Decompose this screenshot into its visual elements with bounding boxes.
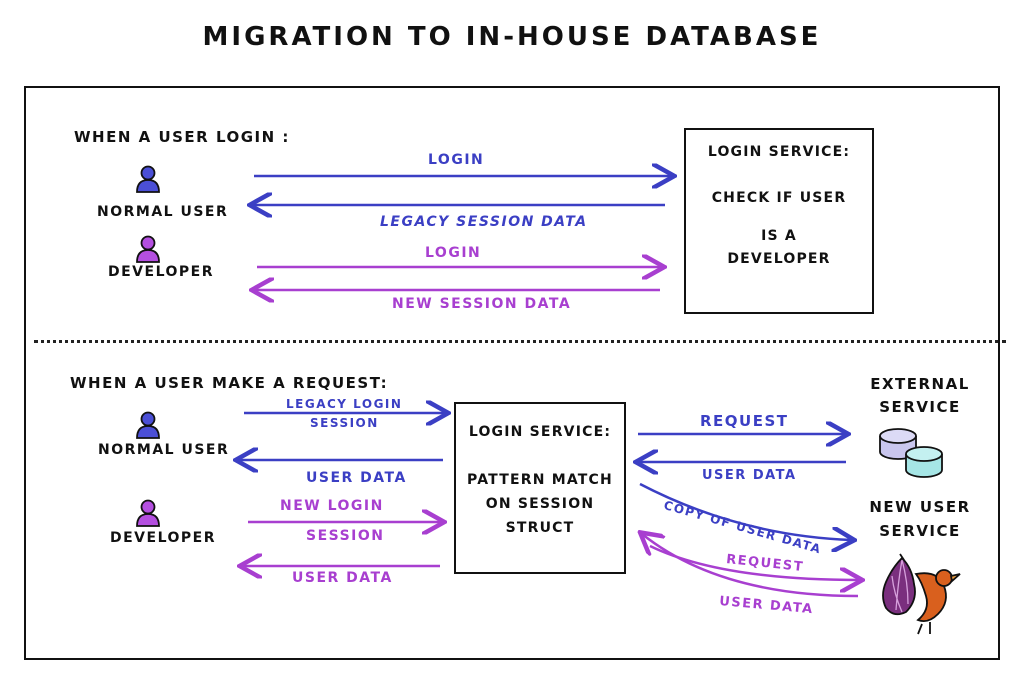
login-service-title: LOGIN SERVICE: — [468, 424, 612, 440]
login-service-box-1 — [684, 128, 874, 314]
login-service-line: CHECK IF USER — [711, 190, 847, 206]
arrow-user-data-new-service — [642, 534, 859, 598]
label-user-data-external: USER DATA — [702, 468, 797, 483]
label-new-login-session: SESSION — [306, 528, 385, 544]
section-divider — [34, 340, 1006, 343]
diagram-frame — [24, 86, 1000, 660]
label-login: LOGIN — [428, 152, 485, 168]
new-user-service-label: NEW USER — [869, 498, 971, 516]
label-request: REQUEST — [700, 412, 789, 430]
section1-normal-user: NORMAL USER — [97, 204, 229, 220]
label-new-session-data: NEW SESSION DATA — [392, 296, 572, 312]
login-service-box-2 — [454, 402, 626, 574]
section2-developer: DEVELOPER — [110, 530, 217, 546]
diagram-title: MIGRATION TO IN-HOUSE DATABASE — [202, 22, 822, 52]
arrow-copy-of-user-data — [639, 482, 852, 540]
label-user-data-developer: USER DATA — [292, 570, 393, 586]
arrow-request-new-service — [649, 544, 860, 580]
user-icon — [136, 165, 160, 193]
login-service-title: LOGIN SERVICE: — [707, 144, 851, 160]
external-service-label: SERVICE — [879, 398, 961, 416]
label-login-developer: LOGIN — [425, 245, 482, 261]
label-new-login: NEW LOGIN — [280, 498, 384, 514]
fig-bird-icon — [882, 553, 961, 635]
new-user-service-label: SERVICE — [879, 522, 961, 540]
section2-heading: WHEN A USER MAKE A REQUEST: — [70, 374, 389, 392]
user-icon — [136, 235, 160, 263]
label-legacy-session-data: LEGACY SESSION DATA — [380, 214, 588, 230]
database-icon — [879, 428, 943, 478]
user-icon — [136, 411, 160, 439]
login-service-line: ON SESSION — [485, 496, 595, 512]
section2-normal-user: NORMAL USER — [98, 442, 230, 458]
label-user-data: USER DATA — [306, 470, 407, 486]
login-service-line: IS A — [761, 228, 797, 244]
login-service-line: DEVELOPER — [727, 251, 831, 267]
login-service-line: STRUCT — [505, 520, 575, 536]
label-legacy-login-session: SESSION — [310, 416, 379, 430]
label-legacy-login: LEGACY LOGIN — [286, 397, 403, 411]
section1-developer: DEVELOPER — [108, 264, 215, 280]
section1-heading: WHEN A USER LOGIN : — [74, 128, 290, 146]
login-service-line: PATTERN MATCH — [467, 472, 613, 488]
user-icon — [136, 499, 160, 527]
external-service-label: EXTERNAL — [870, 375, 970, 393]
